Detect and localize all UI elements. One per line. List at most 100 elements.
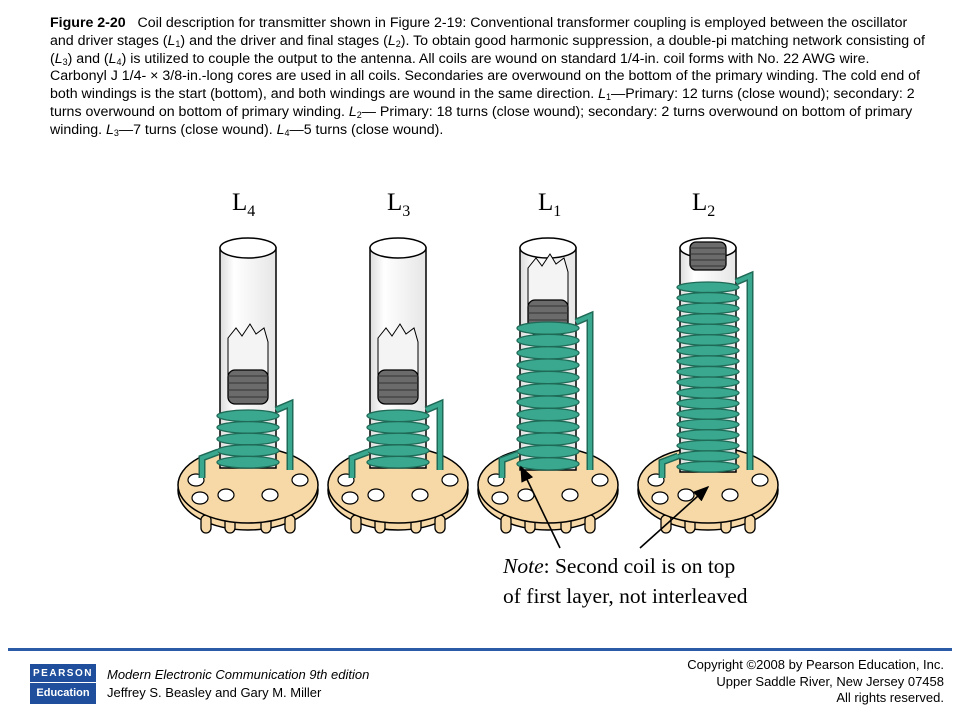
base-leg: [434, 514, 446, 534]
ferrite-core: [377, 369, 419, 405]
tube-top-rim: [519, 237, 577, 259]
caption-segment: ) and (: [67, 50, 109, 67]
tube-top-rim: [369, 237, 427, 259]
winding-turn: [216, 432, 280, 446]
winding-turn: [516, 358, 580, 372]
winding-turn: [676, 355, 740, 368]
winding-turn: [516, 457, 580, 471]
tube-top-rim: [219, 237, 277, 259]
coil-assembly: [177, 237, 319, 534]
base-hole: [217, 488, 235, 502]
base-leg: [200, 514, 212, 534]
winding-turn: [516, 370, 580, 385]
copyright-line: Upper Saddle River, New Jersey 07458: [716, 673, 944, 689]
base-hole: [191, 491, 209, 505]
winding-turn: [516, 407, 580, 422]
italic-symbol: L: [106, 121, 114, 138]
base-hole: [677, 488, 695, 502]
coil-label-L4: L4: [232, 189, 255, 220]
lead-wire: [500, 452, 519, 478]
pearson-logo: PEARSON Education: [30, 664, 96, 704]
winding-turn: [516, 420, 580, 434]
winding-turn: [676, 376, 740, 389]
subscript: 2: [356, 109, 362, 120]
ferrite-core: [227, 369, 269, 405]
caption-segment: —7 turns (close wound).: [118, 121, 277, 138]
winding-turn: [516, 395, 580, 409]
base-hole: [367, 488, 385, 502]
winding-turn: [676, 313, 740, 325]
base-hole: [591, 473, 609, 487]
winding-turn: [676, 334, 740, 346]
note-word: Note: [502, 554, 544, 578]
base-hole: [411, 488, 429, 502]
subscript: 1: [175, 38, 181, 49]
winding-turn: [676, 281, 740, 294]
winding-turn: [366, 420, 430, 434]
italic-symbol: L: [276, 121, 285, 138]
subscript: 4: [284, 127, 290, 138]
figure-label: Figure 2-20: [50, 15, 126, 31]
winding-turn: [516, 346, 580, 360]
winding-turn: [216, 409, 280, 423]
caption-text: Coil description for transmitter shown i…: [50, 15, 925, 138]
base-hole: [341, 491, 359, 505]
book-info: Modern Electronic Communication 9th edit…: [107, 666, 369, 702]
coil-label-L1: L1: [538, 189, 561, 220]
caption-segment: ) and the driver and final stages (: [180, 32, 388, 49]
winding-turn: [366, 455, 430, 469]
winding-turn: [676, 344, 740, 357]
lead-wire: [735, 272, 752, 470]
base-hole: [651, 491, 669, 505]
caption-segment: — Primary: 18 turns (close wound); secon…: [50, 103, 913, 138]
subscript: 3: [62, 56, 68, 67]
winding-turn: [516, 432, 580, 446]
ferrite-core: [689, 241, 727, 271]
italic-symbol: L: [348, 103, 357, 120]
base-hole: [261, 488, 279, 502]
base-hole: [441, 473, 459, 487]
coil-assembly: [477, 237, 619, 534]
subscript: 1: [606, 92, 612, 103]
winding-turn: [516, 321, 580, 335]
winding-turn: [676, 429, 740, 441]
coil-assembly: [637, 237, 779, 534]
caption-segment: —5 turns (close wound).: [289, 121, 444, 138]
subscript: 4: [116, 56, 122, 67]
lead-wire: [575, 312, 592, 470]
book-authors: Jeffrey S. Beasley and Gary M. Miller: [107, 685, 322, 700]
coil-label-L3: L3: [387, 189, 410, 220]
base-leg: [500, 514, 512, 534]
lead-wire: [200, 450, 219, 478]
book-title: Modern Electronic Communication 9th edit…: [107, 667, 370, 682]
copyright-line: All rights reserved.: [836, 690, 944, 705]
italic-symbol: L: [598, 86, 606, 103]
winding-turn: [216, 444, 280, 458]
subscript: 3: [113, 127, 119, 138]
winding-turn: [216, 420, 280, 434]
note-arrow-l1: [520, 465, 561, 549]
caption-segment: —Primary: 12 turns (close wound); second…: [50, 86, 915, 120]
winding-turn: [216, 455, 280, 469]
base-hole: [491, 491, 509, 505]
italic-symbol: L: [167, 32, 176, 49]
logo-bottom-text: Education: [36, 687, 90, 699]
winding-turn: [366, 432, 430, 446]
base-hole: [291, 473, 309, 487]
winding-turn: [676, 397, 740, 410]
italic-symbol: L: [54, 50, 63, 67]
copyright-line: Copyright ©2008 by Pearson Education, In…: [687, 657, 944, 672]
caption-segment: ) is utilized to couple the output to th…: [50, 50, 920, 103]
winding-turn: [676, 291, 740, 304]
lead-wire: [350, 450, 369, 478]
base-leg: [584, 514, 596, 534]
coil-label-L2: L2: [692, 189, 715, 220]
winding-turn: [676, 386, 740, 399]
winding-turn: [516, 444, 580, 459]
note-line-2: of first layer, not interleaved: [503, 584, 748, 608]
italic-symbol: L: [387, 32, 396, 49]
caption-segment: Coil description for transmitter shown i…: [50, 15, 908, 49]
lead-wire: [425, 400, 442, 470]
winding-turn: [676, 302, 740, 315]
